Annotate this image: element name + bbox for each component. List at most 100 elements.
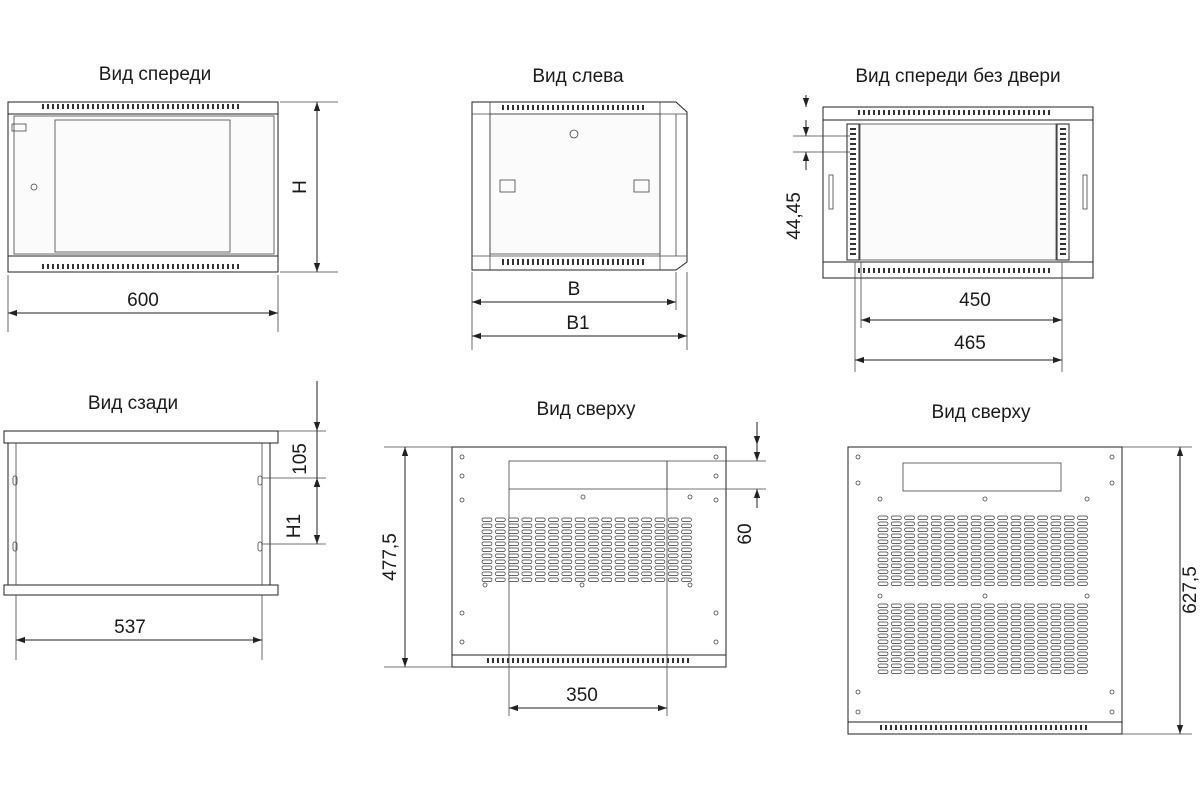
vent-slot [1050, 651, 1062, 656]
vent-slot [212, 264, 214, 269]
vent-slot [968, 110, 970, 115]
left-latch-left [499, 179, 516, 193]
vent-slot [1077, 575, 1088, 580]
vent-slot [561, 577, 573, 582]
rear-view-title: Вид сзади [88, 393, 178, 414]
vent-slot [930, 621, 942, 626]
vent-slot [537, 259, 539, 265]
vent-slot [1063, 621, 1075, 626]
vent-slot [868, 268, 870, 273]
vent-slot [948, 110, 950, 115]
vent-slot [572, 259, 574, 265]
vent-slot [935, 725, 937, 730]
vent-slot [1035, 725, 1037, 730]
mount-hole [713, 473, 719, 479]
vent-slot [923, 268, 925, 273]
rail-hole [1060, 158, 1066, 160]
vent-slot [534, 517, 546, 522]
vent-slot [970, 575, 982, 580]
vent-slot [944, 533, 955, 538]
vent-slot [1018, 110, 1020, 115]
vent-slot [893, 268, 895, 273]
vent-slot [904, 645, 915, 650]
rail-hole [850, 133, 856, 135]
vent-slot [614, 529, 626, 534]
vent-slot [222, 264, 224, 269]
vent-slot [890, 725, 892, 730]
vent-slot [1010, 527, 1022, 532]
rail-hole [850, 163, 856, 165]
vent-slot [587, 259, 589, 265]
vent-slot [873, 110, 875, 115]
vent-slot [1050, 663, 1062, 668]
vent-slot [667, 535, 679, 540]
vent-slot [1063, 615, 1075, 620]
vent-slot [997, 551, 1009, 556]
vent-slot [532, 658, 534, 663]
vent-slot [997, 557, 1009, 562]
nd-pitch-label: 44,45 [784, 192, 805, 240]
rail-hole [850, 228, 856, 230]
vent-slot [567, 658, 569, 663]
rail-hole [1060, 223, 1066, 225]
vent-slot [534, 577, 546, 582]
vent-slot [970, 645, 982, 650]
vent-slot [637, 259, 639, 265]
vent-slot [572, 658, 574, 663]
vent-slot [522, 105, 524, 110]
vent-slot [1037, 557, 1048, 562]
vent-slot [984, 515, 995, 520]
vent-slot [973, 110, 975, 115]
vent-slot [877, 527, 889, 532]
vent-slot [930, 639, 942, 644]
vent-slot [1063, 627, 1075, 632]
vent-slot [1050, 551, 1062, 556]
vent-slot [1050, 575, 1062, 580]
vent-slot [917, 669, 929, 674]
vent-slot [873, 268, 875, 273]
vent-slot [1077, 669, 1088, 674]
vent-slot [890, 615, 902, 620]
vent-slot [917, 557, 929, 562]
vent-slot [877, 515, 889, 520]
vent-slot [984, 551, 995, 556]
vent-slot [517, 105, 519, 110]
mount-hole [713, 454, 719, 460]
vent-slot [534, 535, 546, 540]
vent-slot [57, 104, 59, 109]
vent-slot [858, 268, 860, 273]
vent-slot [1045, 725, 1047, 730]
vent-slot [970, 663, 982, 668]
vent-slot [904, 639, 915, 644]
vent-slot [944, 621, 955, 626]
vent-slot [970, 551, 982, 556]
vent-slot [667, 565, 679, 570]
vent-slot [574, 541, 586, 546]
vent-slot [1023, 581, 1035, 586]
vent-slot [534, 523, 546, 528]
vent-slot [667, 529, 679, 534]
vent-slot [930, 663, 942, 668]
vent-slot [1037, 651, 1048, 656]
top-small-vent-slots [481, 517, 692, 582]
vent-slot [574, 523, 586, 528]
vent-slot [574, 517, 586, 522]
vent-slot [627, 259, 629, 265]
vent-slot [988, 268, 990, 273]
vent-slot [904, 615, 915, 620]
vent-slot [601, 535, 613, 540]
vent-slot [1055, 725, 1057, 730]
vent-slot [232, 104, 234, 109]
vent-slot [903, 110, 905, 115]
vent-slot [561, 529, 573, 534]
vent-slot [1037, 603, 1048, 608]
vent-slot [1023, 551, 1035, 556]
vent-slot [984, 603, 995, 608]
vent-slot [1063, 545, 1075, 550]
nd-opening [859, 123, 1057, 261]
vent-slot [521, 547, 533, 552]
vent-slot [202, 104, 204, 109]
mount-hole [1109, 709, 1115, 715]
vent-slot [82, 264, 84, 269]
vent-slot [667, 553, 679, 558]
